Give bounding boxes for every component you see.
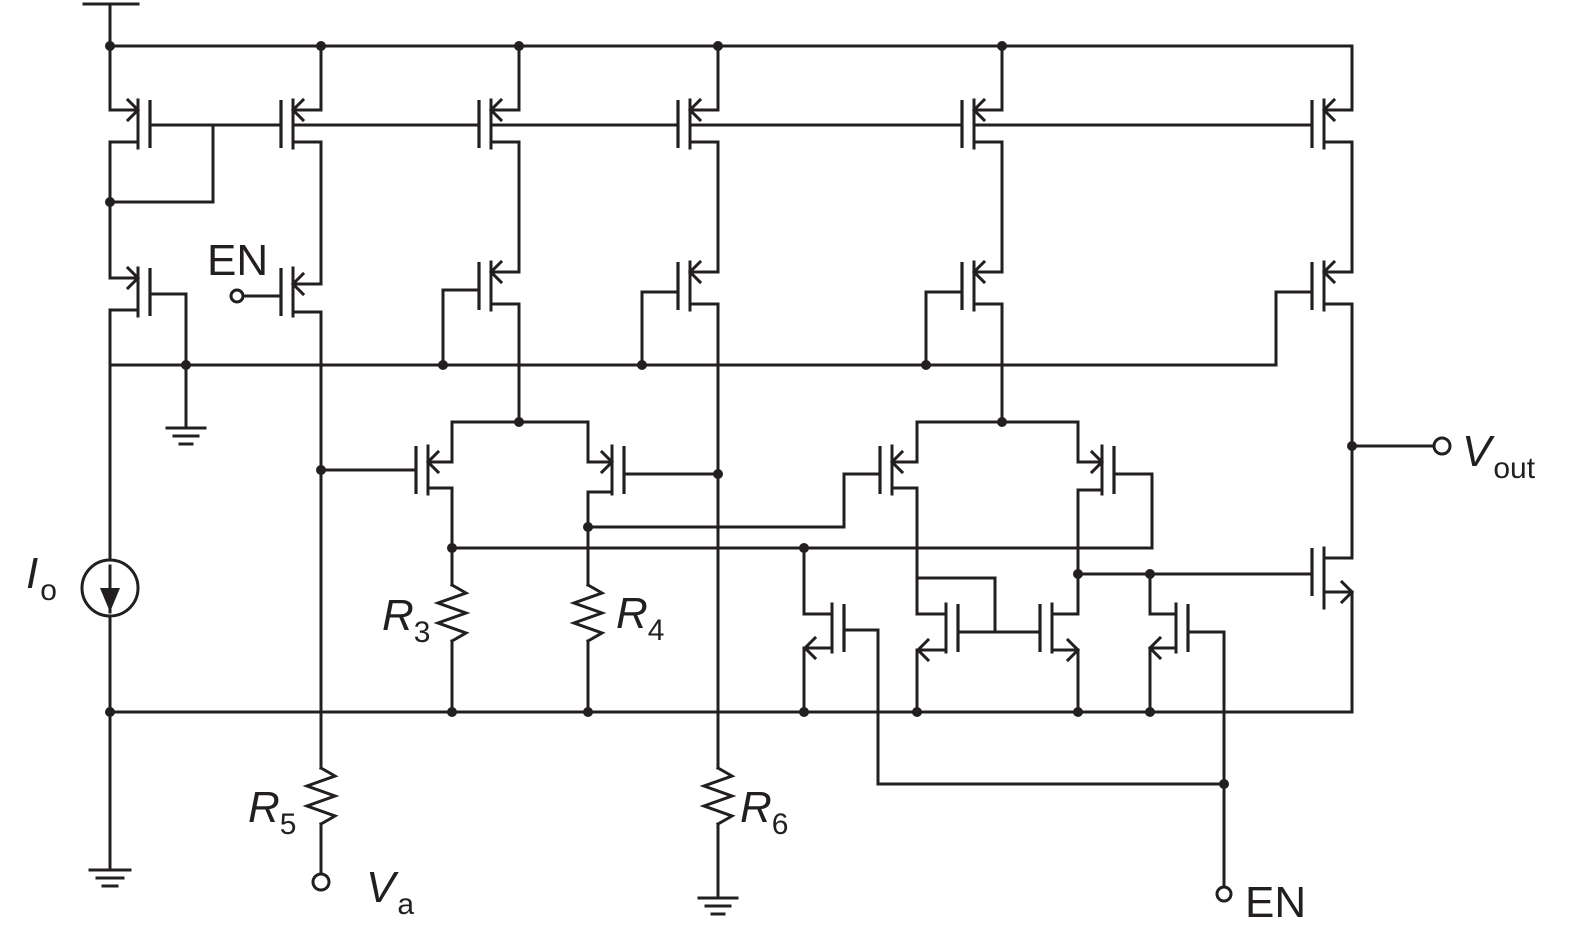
vout-label-main: V [1462,427,1495,476]
right-diff-pair [878,420,1116,616]
resistor-r5 [302,710,340,874]
r4-label-sub: 4 [648,614,665,647]
nmos-output [1076,444,1435,714]
pmos-m6 [1310,44,1354,274]
en-left-terminal [229,288,245,304]
r3-label: R3 [382,591,430,649]
pmos-m2 [279,44,323,286]
ground-symbol-left [165,363,207,446]
r3-label-sub: 3 [414,616,431,649]
top-gate-bias-line [108,123,1314,204]
pmos-m3 [477,44,521,274]
nmos-enable-left [802,546,1226,786]
en-left-label: EN [207,236,268,285]
current-source-io [80,363,140,888]
pmos-c2-enable [242,266,323,714]
nmos-enable-right [1147,572,1226,888]
resistor-r4 [569,582,607,714]
pmos-m5 [960,44,1004,274]
pmos-m4 [676,44,720,274]
r5-label-main: R [248,783,280,832]
r4-label: R4 [616,589,664,647]
cross-wires [450,472,1154,550]
pmos-c6 [1274,259,1354,560]
vout-label-sub: out [1493,452,1535,485]
vdd-rail [82,2,1354,48]
pmos-c4 [640,259,720,770]
r3-label-main: R [382,591,414,640]
junction-dots [105,41,1357,789]
va-terminal [311,872,331,892]
r6-label-sub: 6 [772,808,789,841]
r6-label-main: R [740,783,772,832]
pmos-c5 [924,259,1004,424]
pmos-c3 [441,259,521,424]
pmos-c1 [108,200,188,367]
left-diff-pair [319,420,720,587]
va-label: Va [366,863,414,921]
nmos-mirror [915,576,1081,714]
io-label-main: I [26,549,38,598]
en-right-label: EN [1245,878,1306,927]
r4-label-main: R [616,589,648,638]
pmos-m1 [108,44,152,204]
io-label: Io [26,549,57,607]
r6-label: R6 [740,783,788,841]
r5-label: R5 [248,783,296,841]
vout-terminal [1432,436,1452,456]
io-label-sub: o [40,574,57,607]
resistor-r3 [433,582,471,714]
resistor-r6 [697,765,739,916]
vout-label: Vout [1462,427,1536,485]
va-label-main: V [366,863,399,912]
en-right-terminal [1215,885,1233,903]
va-label-sub: a [397,888,414,921]
r5-label-sub: 5 [280,808,297,841]
